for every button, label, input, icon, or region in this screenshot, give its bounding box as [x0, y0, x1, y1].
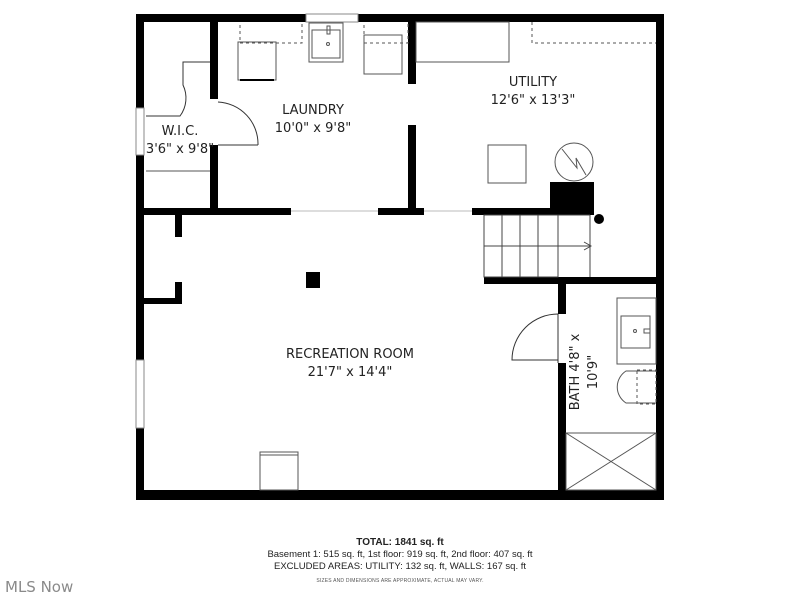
- room-label-wic: W.I.C. 3'6" x 9'8": [140, 123, 220, 159]
- fixtures: [146, 21, 657, 491]
- room-dimensions: 21'7" x 14'4": [307, 365, 393, 380]
- room-dimensions: 3'6" x 9'8": [145, 142, 215, 157]
- windows: [135, 13, 359, 429]
- room-label-laundry: LAUNDRY 10'0" x 9'8": [258, 102, 368, 138]
- area-breakdown: Basement 1: 515 sq. ft, 1st floor: 919 s…: [267, 549, 533, 560]
- room-name: BATH: [568, 375, 583, 411]
- room-name: RECREATION ROOM: [285, 347, 415, 362]
- room-dimensions: 10'0" x 9'8": [274, 121, 352, 136]
- room-name: UTILITY: [508, 75, 558, 90]
- room-label-utility: UTILITY 12'6" x 13'3": [478, 74, 588, 110]
- room-name: W.I.C.: [161, 124, 199, 139]
- total-area: TOTAL: 1841 sq. ft: [356, 537, 444, 548]
- doors: [146, 61, 559, 363]
- brand-watermark: MLS Now: [5, 578, 74, 596]
- room-name: LAUNDRY: [282, 103, 344, 118]
- excluded-areas: EXCLUDED AREAS: UTILITY: 132 sq. ft, WAL…: [273, 561, 527, 572]
- room-label-recreation: RECREATION ROOM 21'7" x 14'4": [270, 346, 430, 382]
- walls: [136, 14, 664, 500]
- disclaimer: SIZES AND DIMENSIONS ARE APPROXIMATE, AC…: [316, 578, 484, 584]
- room-dimensions: 12'6" x 13'3": [490, 93, 576, 108]
- staircase: [483, 214, 593, 278]
- room-label-bath: BATH 4'8" x 10'9": [567, 327, 603, 417]
